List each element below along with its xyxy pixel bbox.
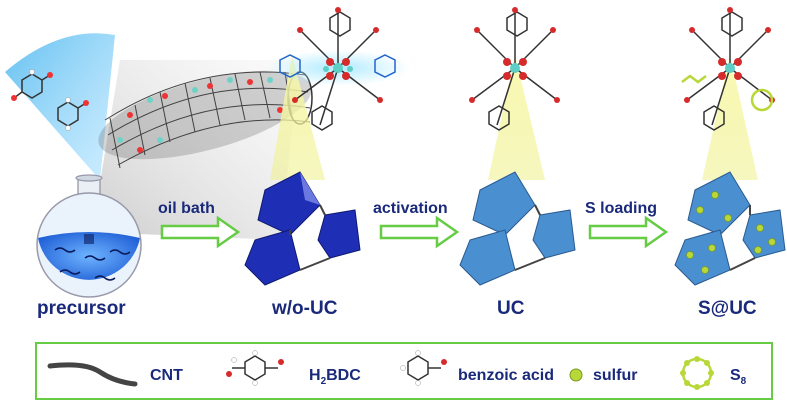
- legend-cnt-label: CNT: [150, 367, 183, 384]
- uc-structure: [459, 7, 576, 286]
- label-wo-uc: w/o-UC: [272, 298, 338, 319]
- label-activation: activation: [373, 200, 448, 217]
- label-precursor: precursor: [37, 298, 126, 319]
- label-oil-bath: oil bath: [158, 200, 215, 217]
- zoom-cone: [702, 55, 758, 180]
- s-uc-structure: [674, 7, 786, 286]
- legend-sulfur-label: sulfur: [593, 367, 638, 384]
- s8-ring-in-cluster: [681, 74, 774, 112]
- wo-uc-structure: [244, 7, 410, 286]
- zoom-cone: [488, 55, 545, 180]
- zoom-cone: [270, 55, 325, 180]
- legend-box: [35, 342, 773, 400]
- round-bottom-flask: [36, 174, 142, 298]
- arrow-activation: [379, 215, 460, 249]
- octahedra-sulfur-loaded: [674, 171, 786, 286]
- legend-benzoic-icon: [407, 355, 441, 381]
- legend-h2bdc-label: H2BDC: [309, 367, 361, 388]
- octahedra-light: [459, 171, 576, 286]
- cnt-tube-illustration: [98, 70, 313, 169]
- octahedra-dark: [244, 171, 361, 286]
- label-uc: UC: [497, 298, 525, 319]
- label-s-loading: S loading: [585, 200, 657, 217]
- legend-sulfur-icon: [569, 368, 583, 382]
- legend-h2bdc-icon: [232, 355, 278, 381]
- legend-cnt-icon: [47, 362, 138, 387]
- precursor-flask-group: [5, 33, 313, 298]
- legend-s8-label: S8: [730, 367, 747, 388]
- arrow-s-loading: [588, 215, 669, 249]
- label-s-uc: S@UC: [698, 298, 757, 319]
- legend-benzoic-label: benzoic acid: [458, 367, 555, 384]
- arrow-oil-bath: [160, 215, 241, 249]
